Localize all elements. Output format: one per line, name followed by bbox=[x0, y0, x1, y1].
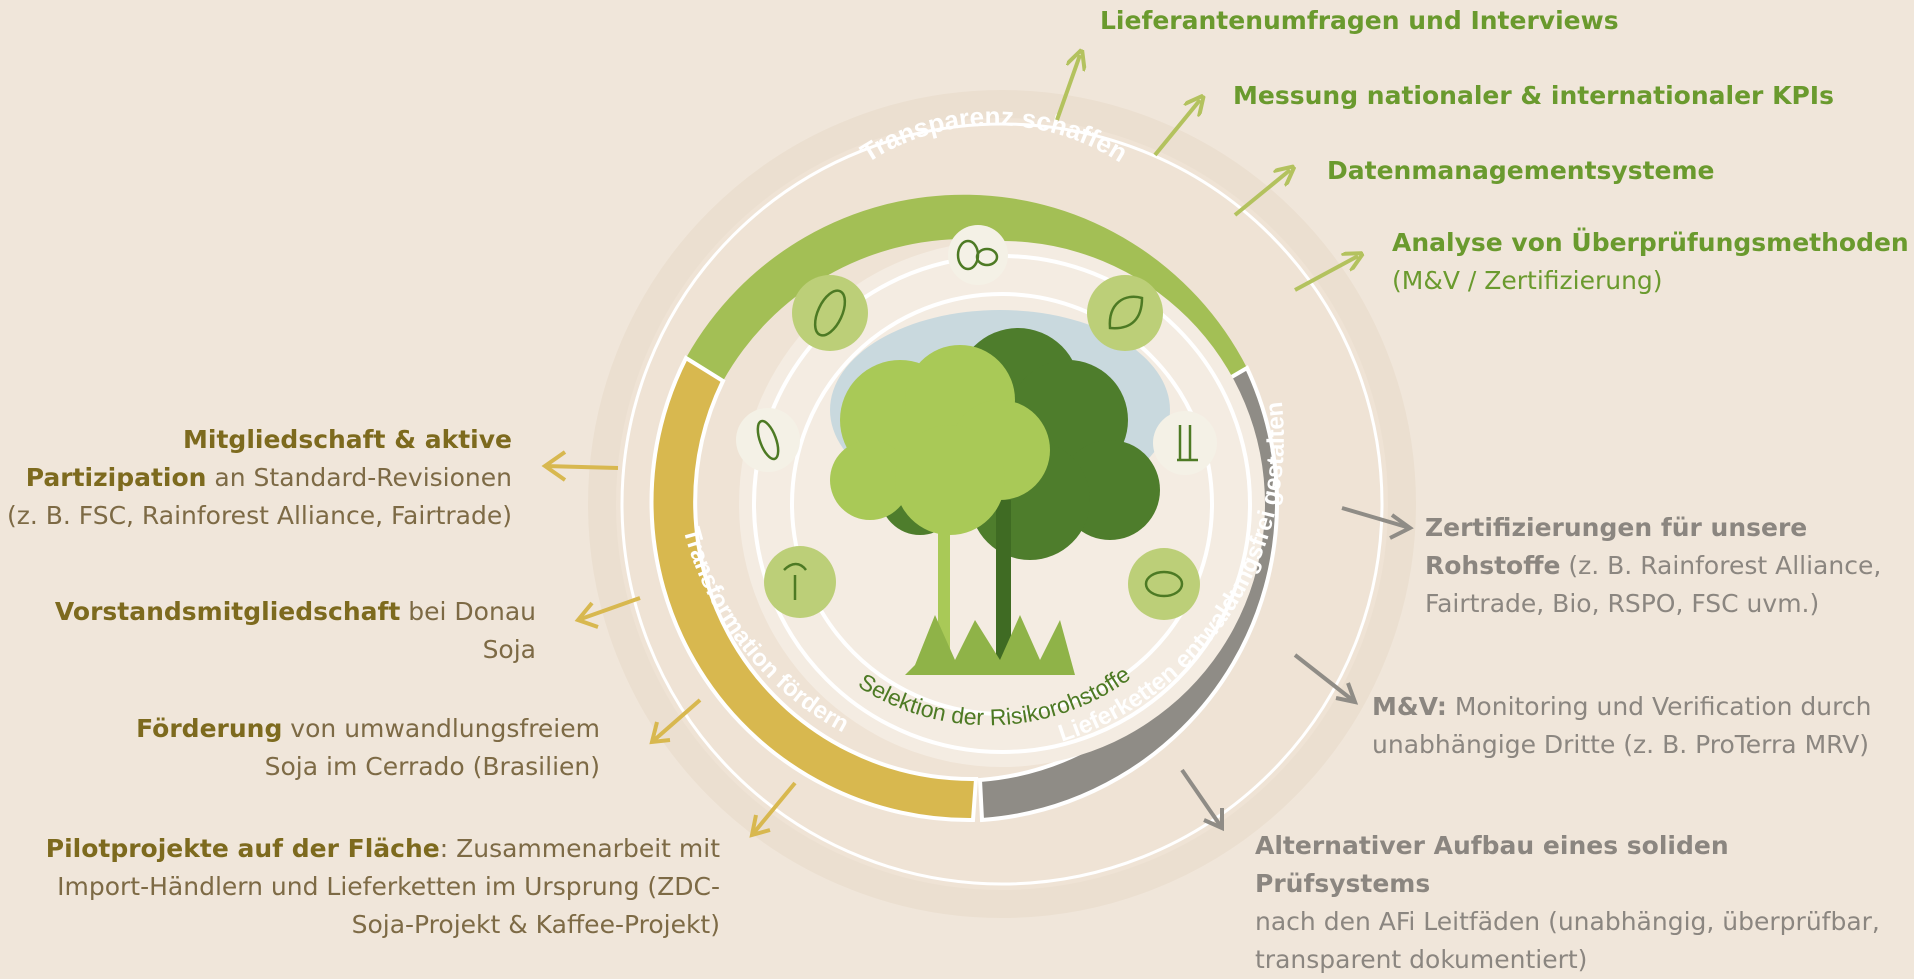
supply-chain-item-3: Alternativer Aufbau eines soliden Prüfsy… bbox=[1255, 827, 1895, 979]
transparency-item-4-bold: Analyse von Überprüfungsmethoden bbox=[1392, 228, 1909, 257]
transparency-item-1-bold: Lieferantenumfragen und Interviews bbox=[1100, 6, 1619, 35]
transparency-item-2: Messung nationaler & internationaler KPI… bbox=[1233, 77, 1834, 115]
supply-chain-item-1-rest: (z. B. Rainforest Alliance, Fairtrade, B… bbox=[1425, 551, 1882, 618]
transformation-item-4-rest: : Zusammenarbeit mit Import-Händlern und… bbox=[57, 834, 720, 939]
sugarcane-icon bbox=[1153, 411, 1217, 475]
transformation-item-1-bold: Mitgliedschaft & aktive Partizipation bbox=[25, 425, 512, 492]
palm-oil-icon bbox=[764, 546, 836, 618]
supply-chain-item-3-bold: Alternativer Aufbau eines soliden Prüfsy… bbox=[1255, 831, 1729, 898]
leaf-icon bbox=[1087, 275, 1163, 351]
transformation-item-3-bold: Förderung bbox=[136, 714, 283, 743]
inner-white-ring-small bbox=[790, 292, 1214, 716]
soy-icon bbox=[736, 408, 800, 472]
transformation-item-2-rest: bei Donau Soja bbox=[400, 597, 536, 664]
meat-icon bbox=[1128, 548, 1200, 620]
arrows-transformation bbox=[541, 450, 797, 838]
transformation-item-2: Vorstandsmitgliedschaft bei Donau Soja bbox=[40, 593, 536, 669]
supply-chain-item-2-bold: M&V: bbox=[1372, 692, 1447, 721]
transformation-item-2-bold: Vorstandsmitgliedschaft bbox=[54, 597, 401, 626]
transformation-item-4: Pilotprojekte auf der Fläche: Zusammenar… bbox=[40, 830, 720, 944]
transformation-item-3: Förderung von umwandlungsfreiem Soja im … bbox=[120, 710, 600, 786]
cocoa-icon bbox=[792, 275, 868, 351]
supply-chain-item-1-bold: Zertifizierungen für unsere Rohstoffe bbox=[1425, 513, 1808, 580]
supply-chain-item-2-rest: Monitoring und Verification durch unabhä… bbox=[1372, 692, 1872, 759]
cycle-diagram: Transparenz schaffen Transformation förd… bbox=[541, 0, 1414, 886]
transparency-item-1: Lieferantenumfragen und Interviews bbox=[1100, 2, 1619, 40]
arrows-transparency bbox=[1055, 55, 1358, 292]
transparency-item-3-bold: Datenmanagementsysteme bbox=[1327, 156, 1715, 185]
supply-chain-item-2: M&V: Monitoring und Verification durch u… bbox=[1372, 688, 1897, 764]
transparency-item-2-bold: Messung nationaler & internationaler KPI… bbox=[1233, 81, 1834, 110]
transformation-item-1: Mitgliedschaft & aktive Partizipation an… bbox=[0, 421, 512, 535]
transparency-item-3: Datenmanagementsysteme bbox=[1327, 152, 1715, 190]
coffee-icon bbox=[948, 225, 1008, 285]
outer-white-ring bbox=[620, 122, 1384, 886]
arrows-supply-chain bbox=[1180, 506, 1414, 832]
transformation-item-3-rest: von umwandlungsfreiem Soja im Cerrado (B… bbox=[264, 714, 600, 781]
tree-illustration bbox=[830, 310, 1170, 675]
segment-transformation bbox=[649, 355, 979, 823]
supply-chain-item-1: Zertifizierungen für unsere Rohstoffe (z… bbox=[1425, 509, 1895, 623]
transformation-item-1-rest: an Standard-Revisionen (z. B. FSC, Rainf… bbox=[6, 463, 512, 530]
transparency-item-4: Analyse von Überprüfungsmethoden (M&V / … bbox=[1392, 224, 1909, 300]
supply-chain-item-3-rest: nach den AFi Leitfäden (unabhängig, über… bbox=[1255, 907, 1880, 974]
segment-transparency bbox=[686, 194, 1247, 389]
transformation-item-4-bold: Pilotprojekte auf der Fläche bbox=[45, 834, 440, 863]
transparency-item-4-rest: (M&V / Zertifizierung) bbox=[1392, 266, 1663, 295]
